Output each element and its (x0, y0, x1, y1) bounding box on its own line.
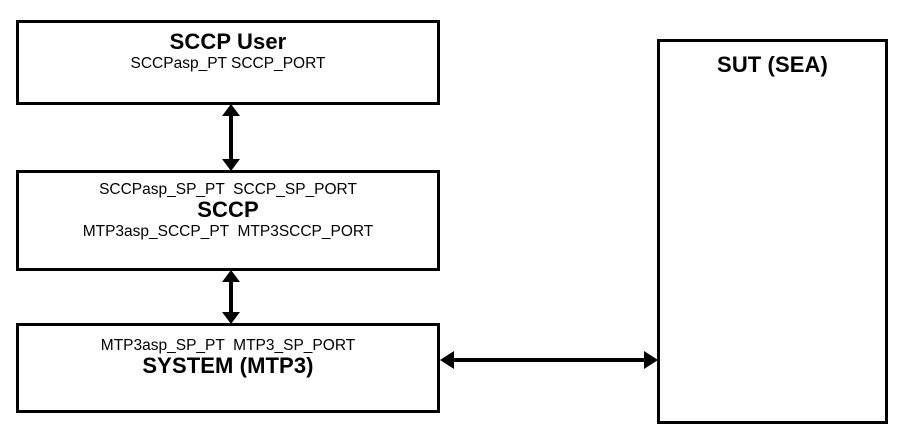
block-sut-title: SUT (SEA) (717, 52, 828, 77)
arrowhead-down-icon (222, 159, 240, 171)
arrowhead-up-icon (222, 270, 240, 282)
arrowhead-down-icon (222, 312, 240, 324)
arrowhead-up-icon (222, 104, 240, 116)
block-sccp-user[interactable]: SCCP User SCCPasp_PT SCCP_PORT (16, 20, 440, 105)
connector-shaft (229, 279, 233, 315)
arrowhead-right-icon (644, 351, 658, 369)
connector-sccp-user-to-sccp-arrow (222, 104, 240, 171)
connector-system-to-sut-arrow (440, 351, 658, 369)
block-sut-sea[interactable]: SUT (SEA) (657, 39, 888, 424)
connector-sccp-to-system-arrow (222, 270, 240, 324)
connector-shaft (229, 113, 233, 162)
block-system-title: SYSTEM (MTP3) (142, 353, 314, 379)
arrowhead-left-icon (440, 351, 454, 369)
block-sccp-user-ports: SCCPasp_PT SCCP_PORT (130, 54, 326, 72)
block-sccp-title: SCCP (197, 197, 259, 223)
block-system-mtp3[interactable]: MTP3asp_SP_PT MTP3_SP_PORT SYSTEM (MTP3) (16, 323, 440, 413)
block-sccp-upper-ports: SCCPasp_SP_PT SCCP_SP_PORT (99, 181, 357, 198)
connector-shaft (449, 358, 649, 362)
block-sccp[interactable]: SCCPasp_SP_PT SCCP_SP_PORT SCCP MTP3asp_… (16, 170, 440, 271)
block-sccp-user-title: SCCP User (169, 29, 287, 54)
block-sccp-lower-ports: MTP3asp_SCCP_PT MTP3SCCP_PORT (82, 222, 374, 240)
block-system-ports: MTP3asp_SP_PT MTP3_SP_PORT (100, 337, 356, 354)
